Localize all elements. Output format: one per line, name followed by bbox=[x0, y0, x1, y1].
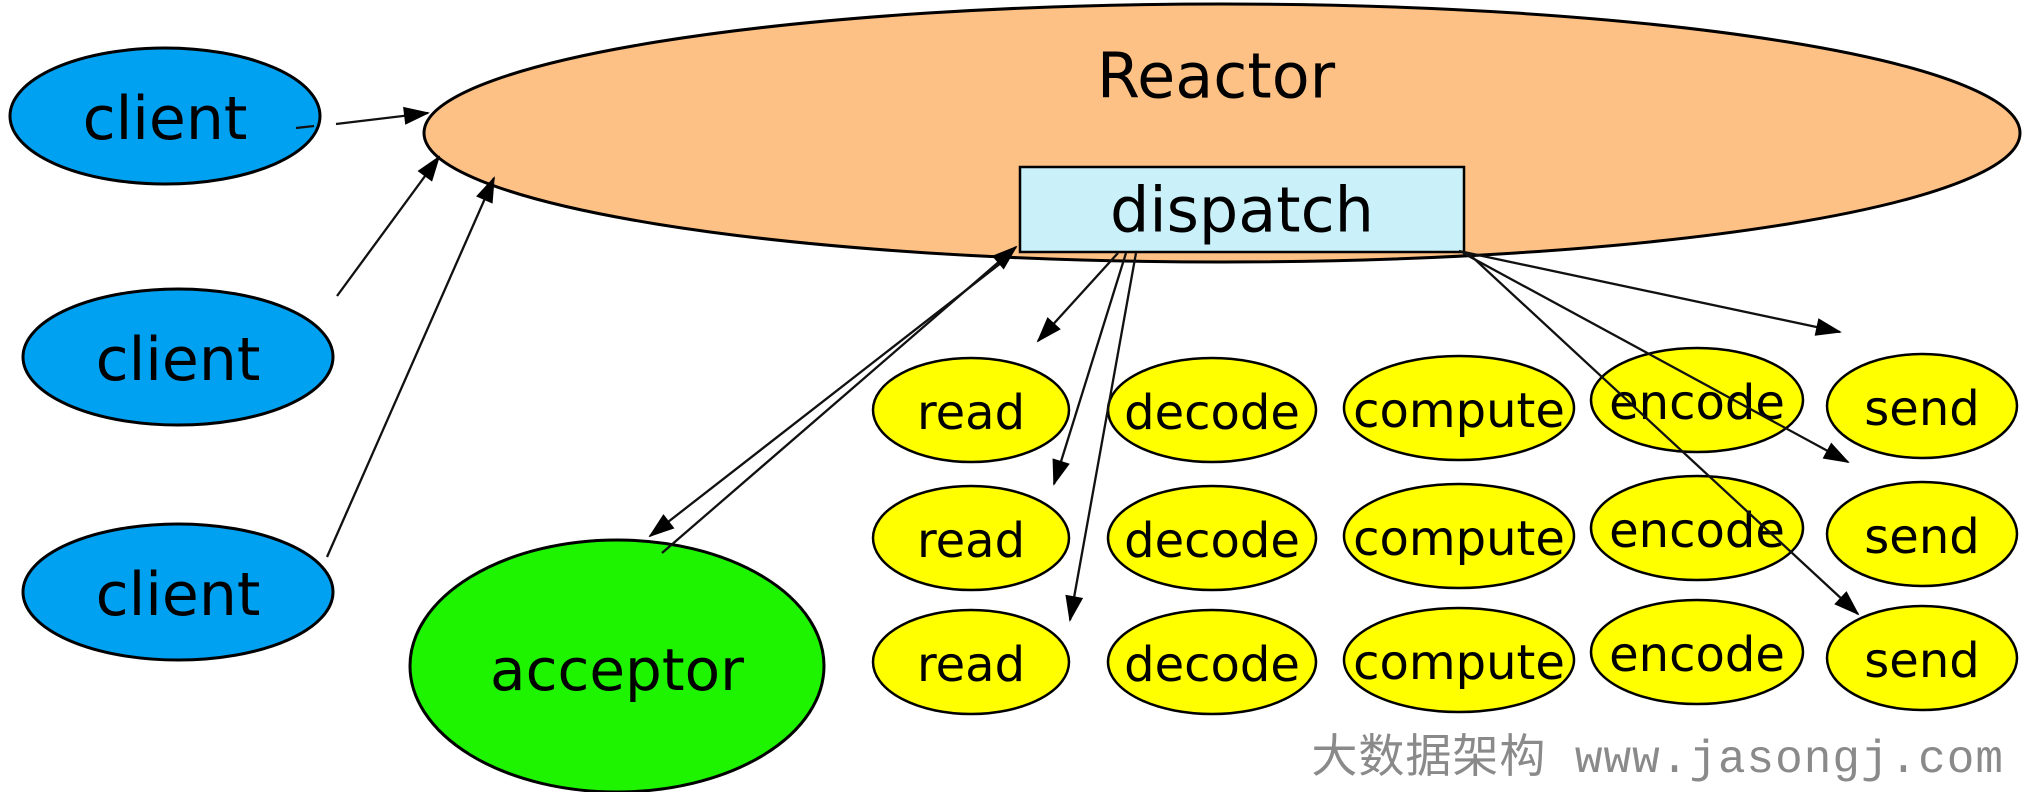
handler-label: send bbox=[1864, 381, 1979, 437]
handler-decode-2 bbox=[1106, 484, 1318, 592]
handler-label: send bbox=[1864, 633, 1979, 689]
handler-label: read bbox=[917, 513, 1025, 569]
handler-label: encode bbox=[1609, 627, 1785, 683]
handler-row-3: read decode compute encode send bbox=[871, 598, 2019, 716]
arrow-dispatch-to-send-3 bbox=[1467, 252, 1860, 616]
client-node-3: client bbox=[21, 522, 335, 662]
dispatch-label: dispatch bbox=[1110, 174, 1374, 247]
handler-send-1 bbox=[1825, 352, 2019, 460]
handler-label: encode bbox=[1609, 375, 1785, 431]
handler-send-2 bbox=[1825, 480, 2019, 588]
handler-read-1 bbox=[871, 356, 1071, 464]
arrow-client3-to-reactor bbox=[325, 176, 496, 558]
client-node-2: client bbox=[21, 287, 335, 427]
watermark: 大数据架构 www.jasongj.com bbox=[1311, 733, 2004, 786]
handler-label: read bbox=[917, 385, 1025, 441]
handler-label: encode bbox=[1609, 503, 1785, 559]
arrow-dispatch-to-read-2 bbox=[1052, 252, 1128, 486]
reactor-label: Reactor bbox=[1097, 40, 1336, 113]
handler-compute-2 bbox=[1342, 482, 1576, 590]
arrow-client2-to-reactor bbox=[336, 155, 441, 297]
acceptor-node: acceptor bbox=[408, 538, 826, 792]
handler-label: compute bbox=[1353, 511, 1565, 567]
acceptor-ellipse bbox=[408, 538, 826, 792]
handler-label: decode bbox=[1124, 513, 1300, 569]
handler-compute-3 bbox=[1342, 606, 1576, 714]
handler-read-3 bbox=[871, 608, 1071, 716]
handler-label: compute bbox=[1353, 635, 1565, 691]
arrow-dispatch-to-read-1 bbox=[1036, 252, 1119, 343]
reactor-node bbox=[422, 2, 2022, 264]
handler-row-1: read decode compute encode send bbox=[871, 346, 2019, 464]
arrow-client1-to-reactor bbox=[335, 106, 430, 126]
handler-encode-2 bbox=[1589, 474, 1805, 582]
handler-compute-1 bbox=[1342, 354, 1576, 462]
client-label: client bbox=[83, 84, 248, 154]
diagram-arrows bbox=[295, 106, 1860, 622]
arrow-dispatch-to-send-1 bbox=[1458, 249, 1842, 336]
client-label: client bbox=[96, 560, 261, 630]
client-label: client bbox=[96, 325, 261, 395]
acceptor-label: acceptor bbox=[490, 636, 744, 704]
handler-read-2 bbox=[871, 484, 1071, 592]
handler-send-3 bbox=[1825, 604, 2019, 712]
handler-label: send bbox=[1864, 509, 1979, 565]
arrow-acceptor-to-dispatch bbox=[661, 245, 1018, 554]
handler-encode-3 bbox=[1589, 598, 1805, 706]
arrow-client1-dash bbox=[295, 124, 315, 130]
client-ellipse bbox=[21, 287, 335, 427]
client-ellipse bbox=[21, 522, 335, 662]
dispatch-box bbox=[1018, 165, 1466, 254]
handler-label: decode bbox=[1124, 637, 1300, 693]
handler-label: read bbox=[917, 637, 1025, 693]
arrow-dispatch-to-send-2 bbox=[1462, 251, 1850, 464]
handler-row-2: read decode compute encode send bbox=[871, 474, 2019, 592]
client-ellipse bbox=[8, 46, 322, 186]
handler-decode-3 bbox=[1106, 608, 1318, 716]
arrow-dispatch-to-read-3 bbox=[1065, 252, 1138, 622]
handler-label: decode bbox=[1124, 385, 1300, 441]
client-node-1: client bbox=[8, 46, 322, 186]
handler-label: compute bbox=[1353, 383, 1565, 439]
handler-encode-1 bbox=[1589, 346, 1805, 454]
